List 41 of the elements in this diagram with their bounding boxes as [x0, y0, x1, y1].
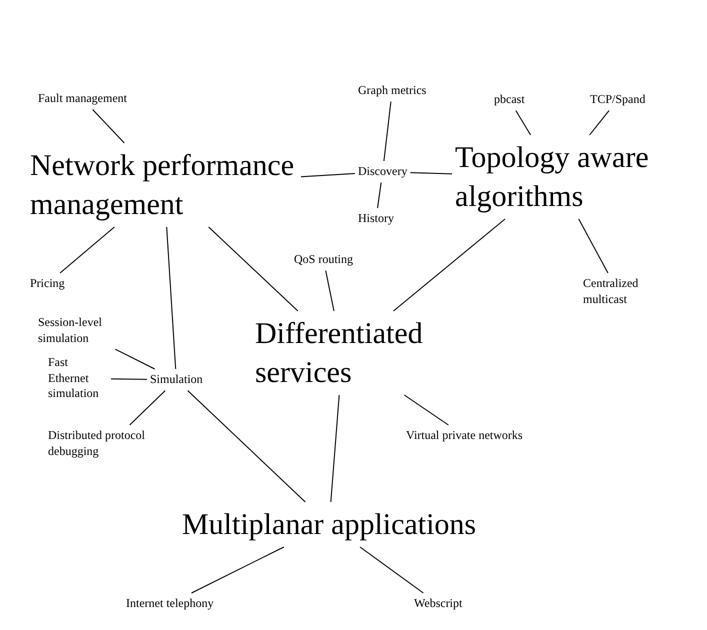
connector-line [383, 101, 392, 162]
topic-label: Virtual private networks [406, 428, 523, 444]
connector-line [377, 182, 382, 208]
topic-label: Simulation [150, 372, 203, 388]
topic-label: Centralized multicast [583, 276, 653, 308]
connector-line [92, 109, 125, 144]
topic-label: Distributed protocol debugging [48, 428, 173, 460]
topic-label: Multiplanar applications [182, 505, 476, 544]
connector-line [110, 378, 148, 380]
topic-label: Webscript [414, 596, 462, 612]
connector-line [404, 394, 449, 426]
connector-line [360, 546, 424, 594]
topic-label: Discovery [358, 164, 408, 180]
topic-label: Differentiated services [255, 314, 430, 392]
topic-label: QoS routing [294, 252, 354, 268]
connector-line [166, 226, 176, 370]
topic-label: Fault management [38, 91, 127, 107]
connector-line [578, 218, 608, 274]
topic-label: Fast Ethernet simulation [48, 355, 108, 402]
topic-label: pbcast [494, 92, 525, 108]
topic-label: Topology aware algorithms [455, 138, 657, 216]
connector-line [330, 394, 340, 502]
connector-line [392, 218, 506, 312]
topic-label: History [358, 211, 394, 227]
connector-line [60, 226, 115, 274]
connector-line [589, 110, 610, 136]
connector-line [515, 110, 532, 136]
topic-label: Graph metrics [358, 83, 426, 99]
connector-line [129, 390, 166, 426]
topic-label: Network performance management [30, 146, 298, 224]
topic-label: Internet telephony [126, 596, 214, 612]
topic-label: Session-level simulation [38, 315, 118, 346]
connector-line [325, 270, 334, 312]
connector-line [208, 226, 298, 312]
connector-line [114, 348, 156, 370]
connector-line [410, 172, 452, 174]
topic-label: TCP/Spand [590, 92, 646, 108]
topic-label: Pricing [30, 276, 65, 292]
connector-line [187, 390, 306, 502]
connector-line [191, 546, 284, 594]
connector-line [300, 172, 356, 178]
